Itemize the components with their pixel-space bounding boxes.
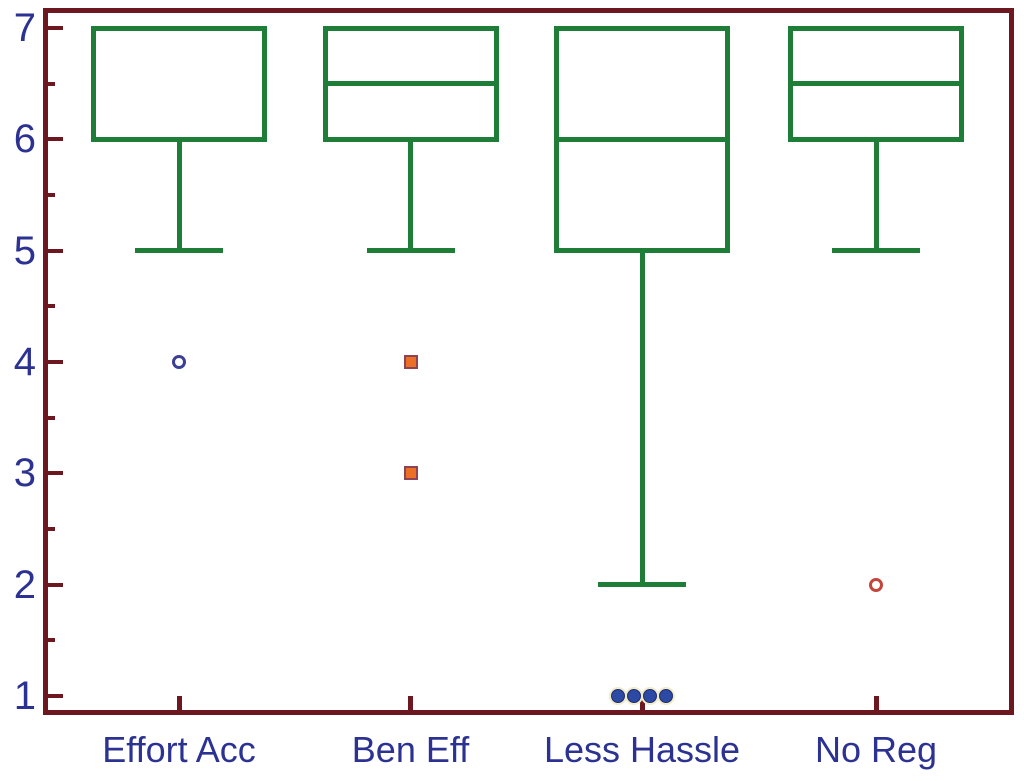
y-axis-minor-tick [46, 526, 55, 531]
y-axis-major-tick [46, 248, 63, 253]
y-axis-major-tick [46, 582, 63, 587]
whisker-cap-no-reg [832, 248, 920, 254]
x-axis-label-less-hassle: Less Hassle [543, 729, 741, 770]
x-axis-tick-ben-eff [408, 696, 413, 710]
plot-frame [43, 8, 1014, 715]
x-axis-label-ben-eff: Ben Eff [351, 729, 470, 770]
y-axis-minor-tick [46, 304, 55, 309]
box-effort-acc [91, 25, 267, 142]
outlier-filled-square-ben-eff [403, 466, 418, 481]
x-axis-label-no-reg: No Reg [814, 729, 938, 770]
whisker-stem-no-reg [873, 139, 879, 251]
y-axis-minor-tick [46, 638, 55, 643]
median-line-less-hassle [554, 136, 730, 142]
whisker-stem-ben-eff [408, 139, 413, 251]
median-line-no-reg [788, 81, 964, 87]
y-axis-major-tick [46, 137, 63, 142]
outlier-filled-square-ben-eff [403, 354, 418, 369]
y-axis-minor-tick [46, 81, 55, 86]
whisker-stem-effort-acc [176, 139, 182, 251]
whisker-cap-ben-eff [366, 248, 455, 254]
whisker-cap-less-hassle [598, 582, 686, 588]
x-axis-tick-no-reg [873, 696, 879, 710]
y-axis-label: 1 [13, 673, 36, 718]
median-line-ben-eff [322, 81, 499, 87]
outlier-filled-circle-less-hassle [643, 688, 657, 703]
y-axis-label: 4 [13, 339, 36, 384]
outlier-filled-circle-less-hassle [659, 688, 673, 703]
y-axis-label: 6 [13, 117, 36, 162]
y-axis-label: 2 [13, 562, 36, 607]
y-axis-minor-tick [46, 192, 55, 197]
outlier-filled-circle-less-hassle [611, 688, 625, 703]
y-axis-major-tick [46, 26, 63, 30]
y-axis-major-tick [46, 471, 63, 476]
x-axis-tick-less-hassle [639, 696, 645, 710]
x-axis-tick-effort-acc [176, 696, 182, 710]
outlier-open-circle-effort-acc [172, 354, 186, 369]
outlier-filled-circle-less-hassle [627, 688, 641, 703]
y-axis-label: 7 [13, 6, 36, 50]
y-axis-minor-tick [46, 415, 55, 420]
whisker-cap-effort-acc [135, 248, 223, 254]
y-axis-major-tick [46, 359, 63, 364]
median-line-effort-acc [91, 25, 267, 31]
whisker-stem-less-hassle [639, 250, 645, 585]
y-axis-label: 5 [13, 228, 36, 273]
x-axis-label-effort-acc: Effort Acc [102, 729, 256, 770]
y-axis-label: 3 [13, 451, 36, 496]
y-axis-major-tick [46, 693, 63, 698]
outlier-open-circle-no-reg [869, 577, 883, 592]
